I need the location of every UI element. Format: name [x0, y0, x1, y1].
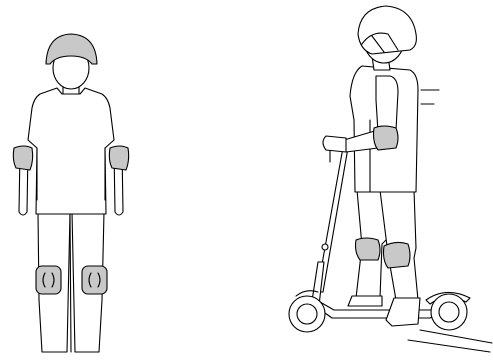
rider-back-shoe [348, 296, 382, 306]
scooter-folding-hinge [322, 244, 328, 250]
rider-knee-pad-front-icon [384, 242, 411, 268]
rider-elbow-pad-icon [374, 126, 399, 150]
torso-shirt [28, 88, 114, 214]
scooter-rider-figure [289, 6, 492, 352]
rider-upper-arm [376, 76, 398, 132]
scooter-front-wheel-hub [297, 304, 317, 324]
leg-divider [70, 212, 71, 352]
ground-motion-line-1 [408, 340, 490, 352]
rider-helmet-icon [358, 6, 416, 54]
rider-front-shoe [386, 298, 420, 326]
ground-motion-line-2 [420, 330, 492, 343]
rider-knee-pad-back-icon [356, 238, 381, 260]
knee-pad-left-icon [36, 266, 61, 294]
standing-rider-figure [13, 34, 128, 352]
knee-pad-right-icon [82, 266, 107, 294]
rider-hand [323, 136, 346, 152]
scooter-rear-wheel-hub [439, 302, 459, 322]
elbow-pad-right-icon [109, 146, 128, 170]
elbow-pad-left-icon [13, 146, 32, 170]
